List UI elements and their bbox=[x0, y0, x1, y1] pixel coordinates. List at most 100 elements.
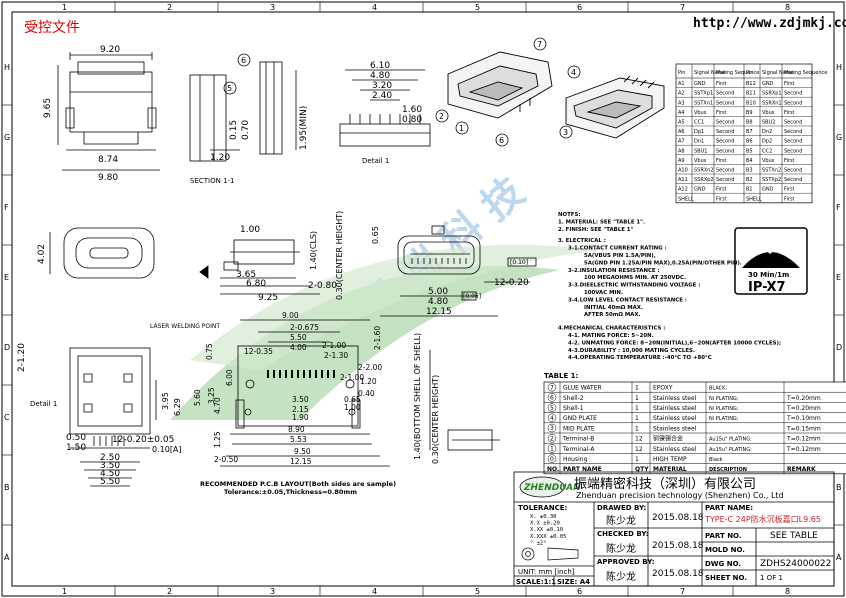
text-cell: First bbox=[784, 110, 795, 116]
approved-by-name: 陈少龙 bbox=[606, 570, 636, 583]
text-cell: CC2 bbox=[762, 148, 772, 154]
approved-by-label: APPROVED BY: bbox=[597, 558, 655, 566]
detail-title: Detail 1 bbox=[362, 157, 389, 165]
bottom-left-view bbox=[69, 347, 157, 487]
dim-label: 4.00 bbox=[290, 343, 307, 352]
text-cell: A bbox=[836, 553, 842, 562]
text-cell: 3. ELECTRICAL : bbox=[558, 238, 606, 244]
text-cell: PART NAME bbox=[563, 466, 602, 473]
text-cell: 5A(VBUS PIN 1.5A/PIN), bbox=[584, 253, 656, 259]
text-cell: NOTFS: bbox=[558, 212, 581, 218]
text-cell: 8 bbox=[785, 3, 790, 12]
text-cell: A7 bbox=[678, 139, 685, 145]
size-label: SIZE: A4 bbox=[557, 578, 590, 586]
text-cell: 3-3.DIEELECTRIC WITHSTANDING VOLTAGE : bbox=[568, 283, 700, 289]
part-no: SEE TABLE bbox=[770, 531, 818, 541]
text-cell: CC1 bbox=[694, 120, 704, 126]
dim-label: 9.65 bbox=[43, 98, 53, 118]
text-cell: Au15u" PLATING; bbox=[709, 447, 752, 453]
text-cell: SBU1 bbox=[694, 148, 707, 154]
dim-label: 9.20 bbox=[100, 45, 120, 55]
text-cell: AFTER 50mΩ MAX. bbox=[584, 312, 641, 318]
text-cell: 8 bbox=[785, 587, 790, 596]
part-name: TYPE-C 24P防水沉板嘉口L9.65 bbox=[704, 514, 821, 524]
dim-label: 0.30(CENTER HEIGHT) bbox=[335, 211, 344, 300]
text-cell: A4 bbox=[678, 110, 685, 116]
scale-label: SCALE:1:1 bbox=[516, 578, 556, 586]
checked-by-name: 陈少龙 bbox=[606, 542, 636, 555]
text-cell: B6 bbox=[746, 139, 753, 145]
text-cell: 1 bbox=[62, 587, 67, 596]
dim-label: 12-0.20 bbox=[494, 278, 529, 288]
dim-label: 0.50 bbox=[66, 433, 86, 443]
sheet-no: 1 OF 1 bbox=[760, 574, 783, 582]
dim-label: 9.25 bbox=[258, 293, 278, 303]
text-cell: TABLE 1: bbox=[544, 372, 579, 380]
pcb-note: RECOMMENDED P.C.B LAYOUT(Both sides are … bbox=[200, 480, 396, 488]
text-cell: REMARK bbox=[787, 466, 816, 473]
text-cell: First bbox=[784, 81, 795, 87]
text-cell: Second bbox=[784, 120, 802, 126]
drawed-by-name: 陈少龙 bbox=[606, 514, 636, 527]
text-cell: E bbox=[4, 273, 9, 282]
dim-label: 4.70 bbox=[213, 397, 222, 414]
text-cell: B10 bbox=[746, 100, 756, 106]
dim-label: 1.90 bbox=[292, 413, 309, 422]
section-title: SECTION 1-1 bbox=[190, 177, 235, 185]
text-cell: Second bbox=[716, 168, 734, 174]
balloon-label: 6 bbox=[241, 56, 246, 65]
text-cell: INITIAL 40mΩ MAX. bbox=[584, 305, 643, 311]
text-cell: Second bbox=[784, 91, 802, 97]
text-cell: 1 bbox=[62, 3, 67, 12]
text-cell: A3 bbox=[678, 100, 685, 106]
detail-1-view bbox=[339, 69, 431, 147]
text-cell: 12 bbox=[635, 436, 643, 443]
part-no-label: PART NO. bbox=[705, 532, 742, 540]
text-cell: 2 bbox=[167, 3, 172, 12]
text-cell: 3-1.CONTACT CURRENT RATING : bbox=[568, 246, 667, 252]
text-cell: Shell-2 bbox=[563, 395, 584, 402]
balloon-label: 7 bbox=[537, 40, 542, 49]
text-cell: Mating Sequence bbox=[784, 70, 827, 76]
unit-label: UNIT: mm [inch] bbox=[518, 568, 575, 576]
dim-label: 2-1.20 bbox=[17, 343, 27, 372]
text-cell: Second bbox=[716, 129, 734, 135]
dim-label: 1.60 bbox=[402, 105, 422, 115]
text-cell: SBU2 bbox=[762, 120, 775, 126]
text-cell: Stainless steel bbox=[653, 446, 697, 453]
text-cell: Second bbox=[784, 168, 802, 174]
text-cell: X. ±0.30 bbox=[530, 514, 557, 520]
text-cell: T=0.12mm bbox=[786, 436, 821, 443]
dim-label: 12-0.35 bbox=[244, 347, 273, 356]
dim-label: 12.15 bbox=[426, 307, 452, 317]
text-cell: First bbox=[716, 158, 727, 164]
text-cell: First bbox=[784, 158, 795, 164]
text-cell: B5 bbox=[746, 148, 753, 154]
iso-view-top bbox=[447, 51, 553, 119]
text-cell: A9 bbox=[678, 158, 685, 164]
text-cell: Signal Name bbox=[762, 70, 794, 76]
pcb-note: Tolerance:±0.05,Thickness=0.80mm bbox=[224, 488, 357, 496]
text-cell: SSTXp2 bbox=[762, 177, 781, 183]
title-block bbox=[513, 471, 835, 587]
dim-label: 9.00 bbox=[282, 311, 299, 320]
text-cell: Terminal-A bbox=[562, 446, 595, 453]
text-cell: Vbus bbox=[762, 158, 775, 164]
checked-date: 2015.08.18 bbox=[652, 541, 704, 551]
dim-label: 1.40(BOTTOM SHELL OF SHELL) bbox=[413, 333, 422, 460]
text-cell: A8 bbox=[678, 148, 685, 154]
text-cell: B3 bbox=[746, 168, 753, 174]
projection-symbol bbox=[521, 547, 579, 561]
text-cell: Second bbox=[716, 120, 734, 126]
text-cell: 3 bbox=[270, 587, 275, 596]
text-cell: G bbox=[4, 133, 10, 142]
text-cell: 4-4.OPERATING TEMPERATURE :-40°C TO +80°… bbox=[568, 355, 712, 361]
dim-label: 2.15 bbox=[292, 405, 309, 414]
top-view-front bbox=[57, 52, 160, 171]
text-cell: 0 bbox=[550, 456, 554, 463]
text-cell: A1 bbox=[678, 81, 685, 87]
dim-label: 8.90 bbox=[288, 425, 305, 434]
text-cell: F bbox=[4, 203, 9, 212]
text-cell: GND PLATE bbox=[563, 415, 597, 422]
